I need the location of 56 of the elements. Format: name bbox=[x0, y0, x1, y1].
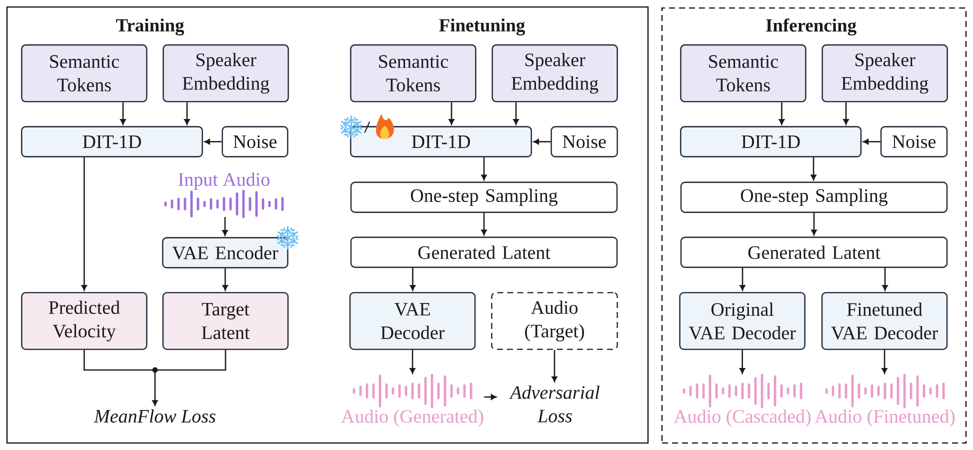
process-box: Noise bbox=[222, 126, 288, 158]
process-box: Noise bbox=[880, 126, 948, 158]
arrow bbox=[778, 102, 785, 125]
arrow bbox=[481, 212, 487, 236]
arrow bbox=[481, 157, 487, 180]
process-box: Finetuned VAE Decoder bbox=[821, 292, 948, 350]
process-box: Generated Latent bbox=[350, 236, 618, 268]
audio-label: Audio (Generated) bbox=[341, 410, 484, 427]
arrow bbox=[863, 138, 880, 145]
arrow bbox=[448, 102, 454, 125]
process-box: DIT-1D bbox=[21, 126, 203, 158]
arrow bbox=[120, 102, 126, 125]
audio-label: Audio (Finetuned) bbox=[814, 410, 955, 427]
arrow bbox=[410, 268, 416, 291]
process-box: Semantic Tokens bbox=[680, 44, 806, 102]
process-box: One-step Sampling bbox=[680, 182, 948, 213]
loss-label: Adversarial Loss bbox=[509, 386, 600, 422]
audio-label: Audio (Cascaded) bbox=[674, 410, 811, 427]
arrow bbox=[810, 157, 816, 180]
process-box: One-step Sampling bbox=[350, 182, 618, 213]
dashed-box: Audio (Target) bbox=[491, 292, 618, 350]
process-box: DIT-1D bbox=[680, 126, 862, 158]
arrow bbox=[484, 394, 496, 400]
process-box: Noise bbox=[550, 126, 618, 158]
process-box: VAE Decoder bbox=[349, 292, 476, 350]
arrow bbox=[740, 350, 746, 374]
arrow bbox=[204, 138, 222, 145]
process-box: Original VAE Decoder bbox=[679, 292, 806, 350]
loss-label: MeanFlow Loss bbox=[94, 409, 216, 423]
arrow bbox=[882, 268, 888, 291]
process-box: Speaker Embedding bbox=[492, 44, 618, 102]
arrow bbox=[81, 157, 88, 291]
process-box: Target Latent bbox=[162, 292, 289, 350]
process-box: DIT-1D bbox=[350, 126, 532, 158]
panel-heading: Finetuning bbox=[439, 18, 525, 36]
process-box: Speaker Embedding bbox=[162, 44, 289, 102]
process-box: Semantic Tokens bbox=[21, 44, 148, 102]
arrow bbox=[843, 102, 849, 125]
process-box: Semantic Tokens bbox=[350, 44, 476, 102]
arrow bbox=[184, 102, 190, 125]
process-box: VAE Encoder bbox=[162, 237, 288, 268]
arrow bbox=[222, 268, 228, 291]
process-box: Speaker Embedding bbox=[822, 44, 948, 102]
panel-heading: Training bbox=[116, 18, 184, 36]
arrow bbox=[811, 212, 817, 236]
panel-heading: Inferencing bbox=[766, 18, 856, 36]
arrow bbox=[222, 217, 228, 236]
process-box: Predicted Velocity bbox=[21, 292, 148, 350]
audio-label: Input Audio bbox=[178, 172, 270, 190]
arrow bbox=[410, 350, 416, 374]
arrow bbox=[552, 350, 558, 382]
process-box: Generated Latent bbox=[680, 236, 948, 268]
arrow bbox=[533, 138, 551, 145]
arrow bbox=[740, 268, 746, 291]
arrow bbox=[882, 350, 888, 374]
arrow bbox=[513, 102, 519, 125]
